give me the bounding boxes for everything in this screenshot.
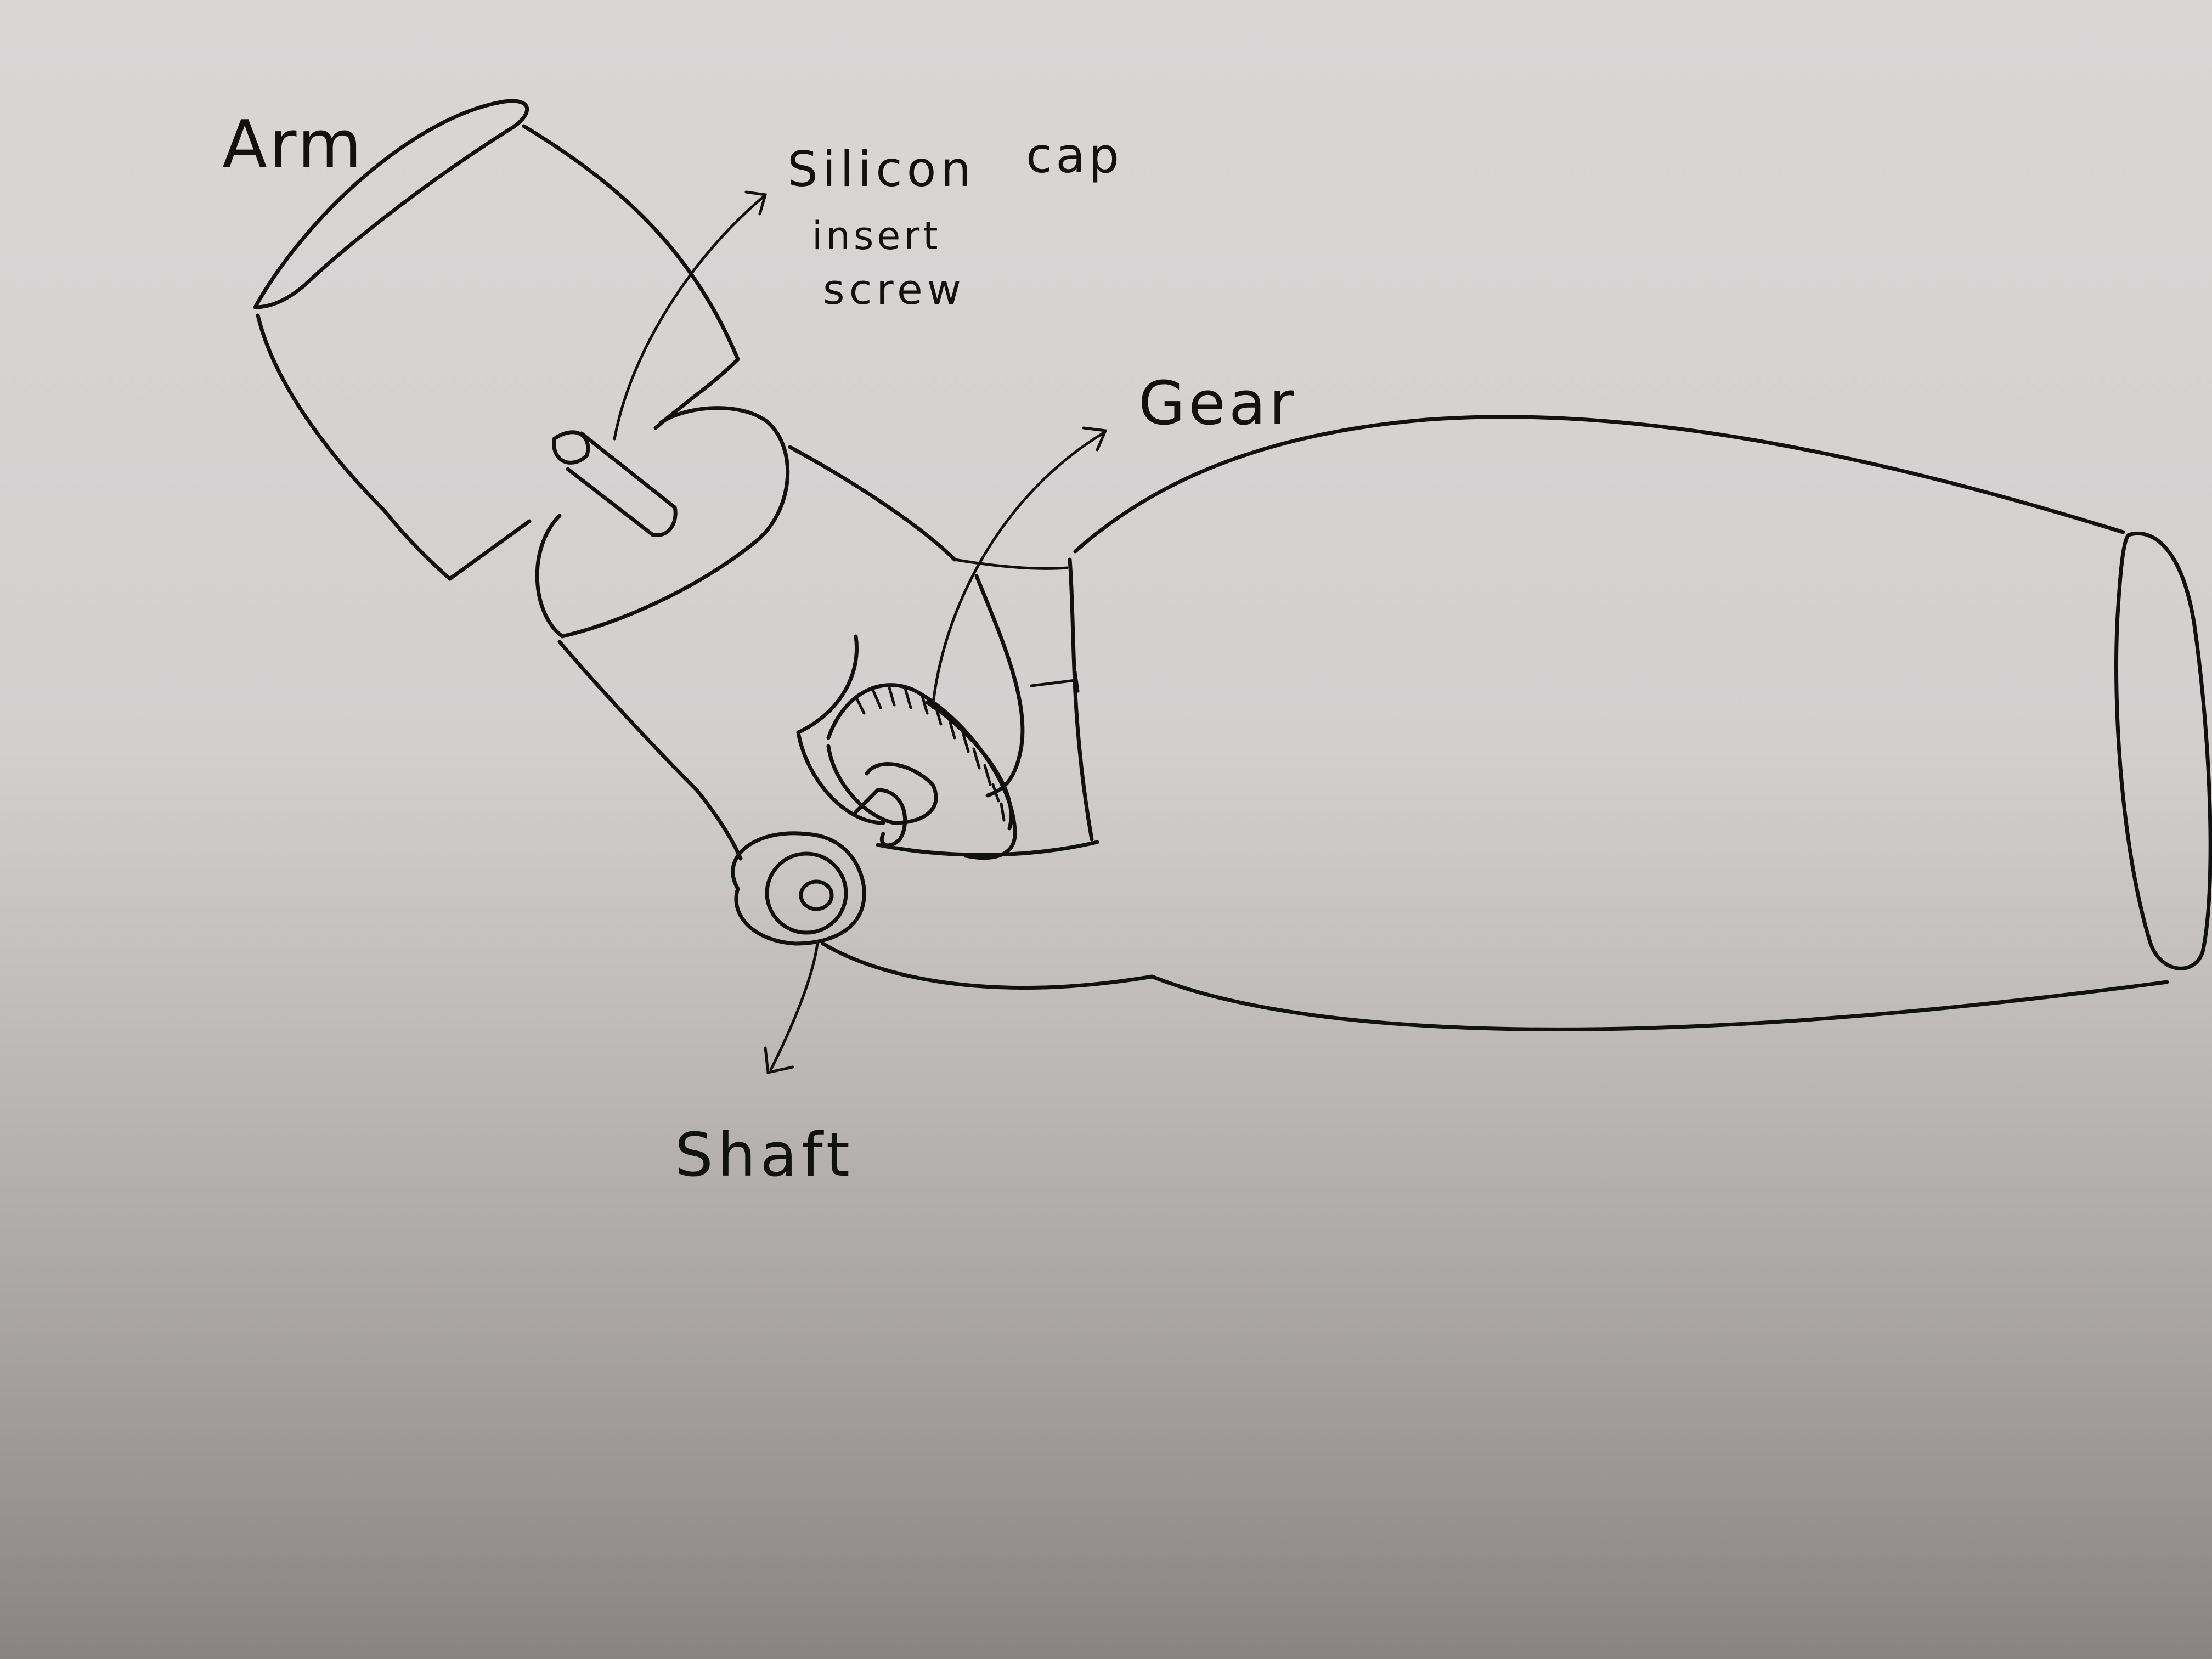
label-screw: screw [823,269,966,311]
label-insert: insert [812,217,941,255]
label-shaft: Shaft [675,1125,854,1185]
forearm-bottom [823,944,2167,1029]
label-gear: Gear [1138,373,1297,433]
forearm-body [823,417,2210,1030]
gear-housing-top [955,560,1067,568]
joint-right [790,447,955,560]
shaft-ring [767,854,846,933]
gear-housing-right [1070,560,1092,839]
arm-right-side [524,126,738,359]
screw-top [582,433,675,507]
arm-left-side [258,315,384,510]
label-arm: Arm [222,112,364,178]
insert-screw [554,432,676,535]
gear-housing-left [977,576,1023,795]
gear [798,636,1015,858]
gear-hub [828,746,936,823]
screw-tip [653,507,675,535]
gear-arrow [933,433,1103,708]
gear-housing-mid [1031,672,1078,691]
label-silicon: Silicon [787,145,975,194]
leader-arrows [614,192,1105,1073]
shaft-arrow [771,944,817,1070]
elbow-joint [537,408,1097,859]
shaft [733,833,864,944]
joint-cap [537,408,788,636]
arm-bottom-edge [384,510,529,579]
joint-lower [560,642,741,859]
label-cap: cap [1026,132,1122,180]
forearm-end-ellipse [2117,533,2211,968]
gear-housing-bottom [878,842,1097,855]
shaft-hole [801,882,832,909]
